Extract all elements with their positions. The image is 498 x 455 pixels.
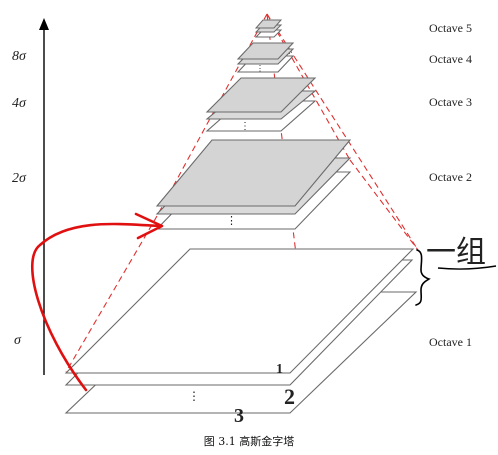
scale-axis-arrowhead	[39, 18, 49, 30]
octave-2-layers	[155, 139, 352, 230]
octave-3-ellipsis: ⋮	[240, 121, 250, 132]
pyramid-svg: 8σ 4σ 2σ σ ⋮ ⋮ ⋮ ⋮	[12, 13, 497, 427]
octave-1-layer-1	[64, 248, 415, 374]
octave-4-ellipsis: ⋮	[256, 64, 264, 73]
octave-4-layers	[236, 42, 295, 73]
axis-tick-8sigma: 8σ	[12, 49, 27, 64]
octave-4-layer-1	[236, 42, 295, 60]
downsample-arrowhead	[134, 212, 164, 240]
octave-2-layer-1	[155, 139, 352, 207]
octave-4-label: Octave 4	[429, 52, 472, 66]
octave-3-label: Octave 3	[429, 95, 472, 109]
octave-5-layer-1	[254, 19, 283, 29]
octave-1-layers	[64, 248, 418, 414]
layer-number-3: 3	[234, 405, 244, 427]
figure-caption: 图 3.1 高斯金字塔	[203, 435, 295, 448]
axis-tick-4sigma: 4σ	[12, 96, 27, 111]
group-label-underline	[437, 265, 497, 270]
group-brace	[415, 249, 431, 306]
octave-2-label: Octave 2	[429, 170, 472, 184]
layer-number-1: 1	[276, 362, 283, 377]
octave-1-ellipsis: ⋮	[188, 389, 200, 403]
layer-number-2: 2	[284, 384, 295, 409]
octave-2-ellipsis: ⋮	[226, 215, 237, 227]
octave-5-label: Octave 5	[429, 21, 472, 35]
downsample-arrow	[31, 222, 162, 392]
octave-3-layers	[205, 77, 317, 132]
octave-3-layer-1	[205, 77, 317, 113]
axis-tick-2sigma: 2σ	[12, 171, 27, 186]
octave-1-label: Octave 1	[429, 335, 472, 349]
group-label: 一组	[426, 236, 486, 269]
axis-tick-sigma: σ	[14, 333, 22, 348]
octave-5-layers	[254, 19, 283, 38]
